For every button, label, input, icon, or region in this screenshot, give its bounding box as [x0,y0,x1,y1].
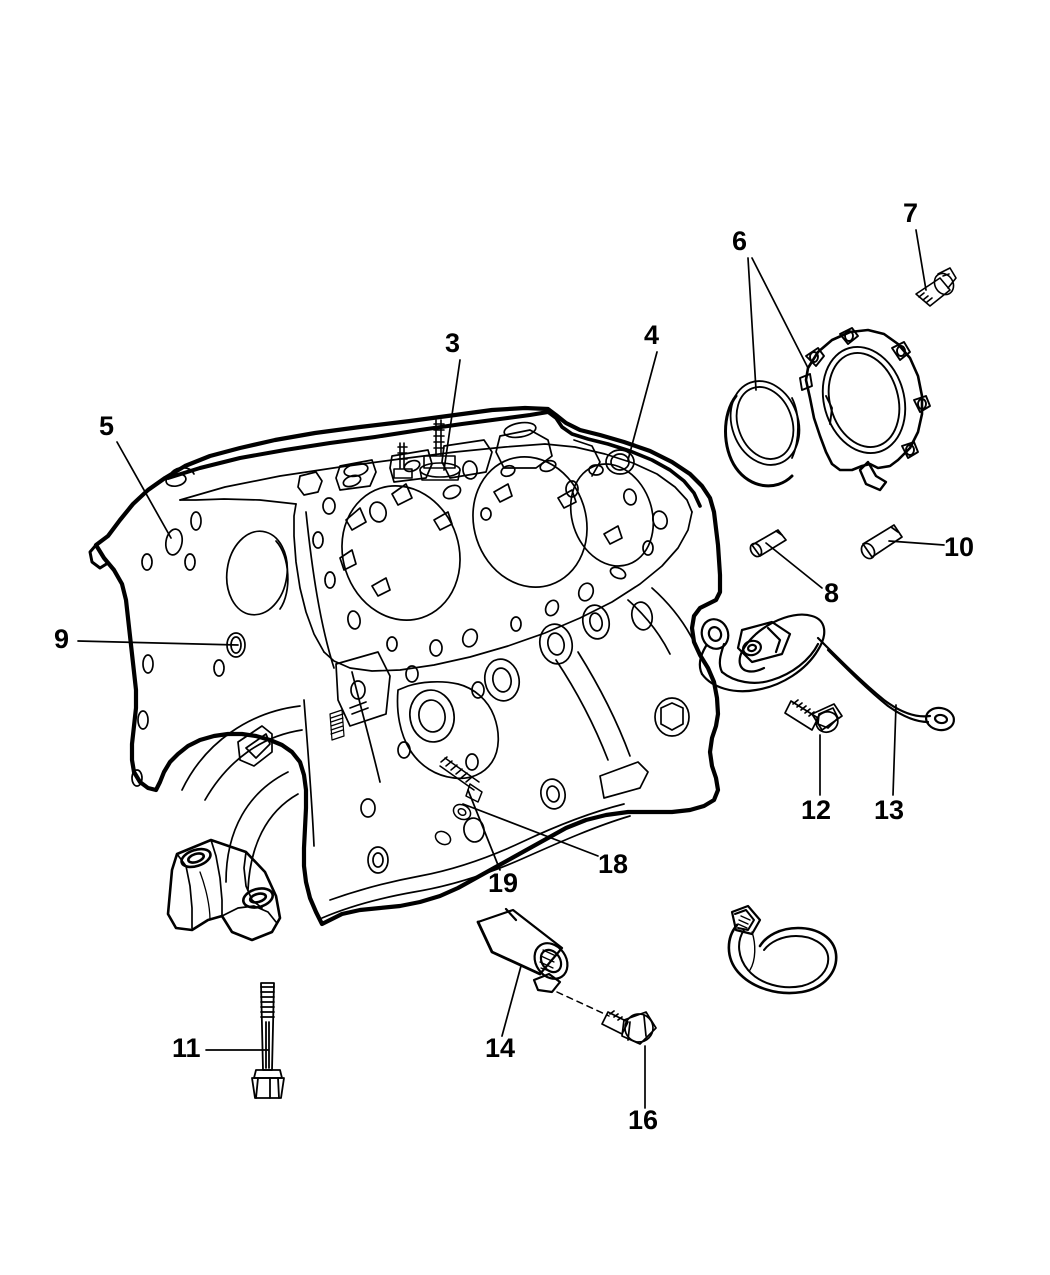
timing-cover-face [131,466,303,891]
callout-8: 8 [824,578,840,608]
callout-18: 18 [598,849,629,879]
rear-seal-retainer [799,327,931,492]
cylinder-block-outline [88,405,723,927]
sender-port-threads [434,756,483,846]
callout-14: 14 [485,1033,516,1063]
hose-clamp [727,904,838,995]
callout-11: 11 [172,1033,201,1063]
adapter-bolt [601,1010,657,1045]
dowel-pin-small [749,529,787,558]
deck-rail-bosses [297,421,635,496]
callout-9: 9 [54,624,70,654]
deck-studs [393,419,461,481]
banjo-bolt [784,699,843,734]
oil-supply-tube [698,613,956,732]
block-side-detail [303,511,695,919]
callout-3: 3 [445,328,461,358]
callout-13: 13 [874,795,905,825]
callout-leaders [77,229,945,1109]
dowel-pin-large [860,524,903,560]
block-deck-surface [179,443,693,672]
callout-12: 12 [801,795,832,825]
seal-housing-bolt [915,267,957,307]
callout-10: 10 [944,532,975,562]
rear-main-seal [724,380,801,488]
callout-5: 5 [99,411,115,441]
callout-4: 4 [644,320,660,350]
callout-6: 6 [732,226,748,256]
callout-16: 16 [628,1105,659,1135]
main-bearing-cap-bolt [251,982,285,1099]
callout-19: 19 [488,868,519,898]
callout-7: 7 [903,198,919,228]
oil-filter-adapter [476,907,569,994]
main-bearing-cap [166,838,282,942]
